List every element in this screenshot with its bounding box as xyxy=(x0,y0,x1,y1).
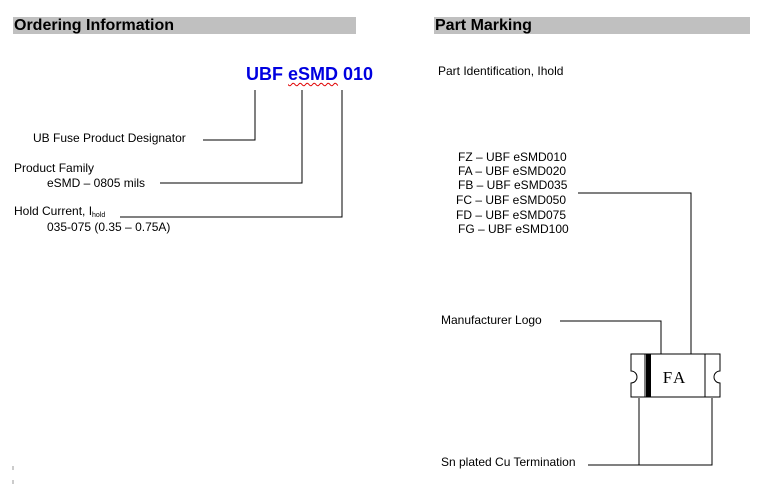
designator-label: UB Fuse Product Designator xyxy=(33,131,186,145)
family-leader xyxy=(160,90,303,184)
designator-leader xyxy=(203,90,256,141)
hold-current-value: 035-075 (0.35 – 0.75A) xyxy=(47,220,171,234)
ordering-information-heading: Ordering Information xyxy=(13,17,356,34)
product-family-label: Product Family xyxy=(14,161,95,175)
chip-outline xyxy=(630,353,721,398)
part-marking-heading: Part Marking xyxy=(434,17,750,34)
chip-component: FA xyxy=(630,353,721,398)
hold-leader xyxy=(120,90,343,218)
chip-marking-text: FA xyxy=(663,368,687,387)
termination-leader xyxy=(588,398,713,466)
part-number-series: eSMD xyxy=(288,64,339,84)
hold-current-text: Hold Current, I xyxy=(14,204,93,218)
hold-current-label: Hold Current, Ihold xyxy=(14,204,105,223)
part-identification-label: Part Identification, Ihold xyxy=(438,64,564,78)
logo-leader xyxy=(560,320,662,354)
marking-code-item: FZ – UBF eSMD010 xyxy=(458,150,567,164)
manufacturer-logo-label: Manufacturer Logo xyxy=(441,313,542,327)
marking-code-item: FA – UBF eSMD020 xyxy=(458,164,567,178)
product-family-value: eSMD – 0805 mils xyxy=(47,176,146,190)
identification-leader xyxy=(578,192,692,354)
marking-code-item: FG – UBF eSMD100 xyxy=(458,222,569,236)
part-number-suffix: 010 xyxy=(338,64,374,84)
part-number-prefix: UBF xyxy=(246,64,288,84)
manufacturer-logo-bar xyxy=(646,354,651,397)
part-number: UBF eSMD 010 xyxy=(246,64,373,85)
marking-code-item: FD – UBF eSMD075 xyxy=(456,208,567,222)
termination-label: Sn plated Cu Termination xyxy=(441,455,576,469)
marking-code-item: FC – UBF eSMD050 xyxy=(456,193,567,207)
hold-subscript: hold xyxy=(92,212,106,219)
marking-code-item: FB – UBF eSMD035 xyxy=(458,178,568,192)
